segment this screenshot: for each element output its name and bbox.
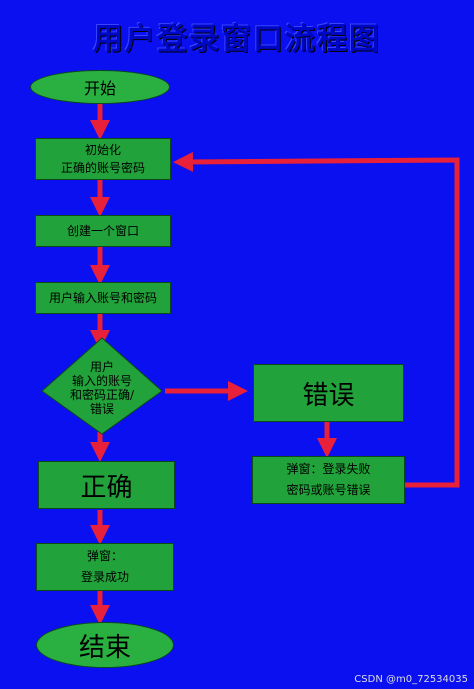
start-node: 开始 [30,70,170,104]
input-label: 用户输入账号和密码 [48,291,157,305]
error-label: 错误 [302,380,355,411]
init-label-line2: 正确的账号密码 [60,161,145,175]
success-popup-line1: 弹窗： [86,549,123,563]
start-label: 开始 [83,79,116,98]
create-window-node: 创建一个窗口 [35,215,171,247]
input-node: 用户输入账号和密码 [35,282,171,314]
create-window-label: 创建一个窗口 [66,224,139,238]
decision-label-line4: 错误 [89,402,114,416]
error-popup-node: 弹窗：登录失败 密码或账号错误 [252,456,405,504]
init-node: 初始化 正确的账号密码 [35,138,171,180]
error-popup-line2: 密码或账号错误 [286,483,371,497]
error-node: 错误 [253,364,404,422]
watermark: CSDN @m0_72534035 [354,674,468,685]
decision-label-line2: 输入的账号 [71,374,132,388]
success-popup-node: 弹窗： 登录成功 [36,543,174,591]
arrow-loop-back-to-init [173,151,460,488]
decision-label-line1: 用户 [89,360,114,374]
error-popup-line1: 弹窗：登录失败 [286,462,371,476]
decision-diamond [41,337,163,435]
correct-node: 正确 [38,461,175,509]
decision-label-line3: 和密码正确/ [69,388,135,402]
init-label-line1: 初始化 [84,143,121,157]
decision-label: 用户 输入的账号 和密码正确/ 错误 [47,360,157,416]
page-title: 用户登录窗口流程图 [93,22,381,57]
end-label: 结束 [78,632,131,663]
end-node: 结束 [36,622,174,668]
success-popup-line2: 登录成功 [80,570,129,584]
correct-label: 正确 [80,472,133,503]
